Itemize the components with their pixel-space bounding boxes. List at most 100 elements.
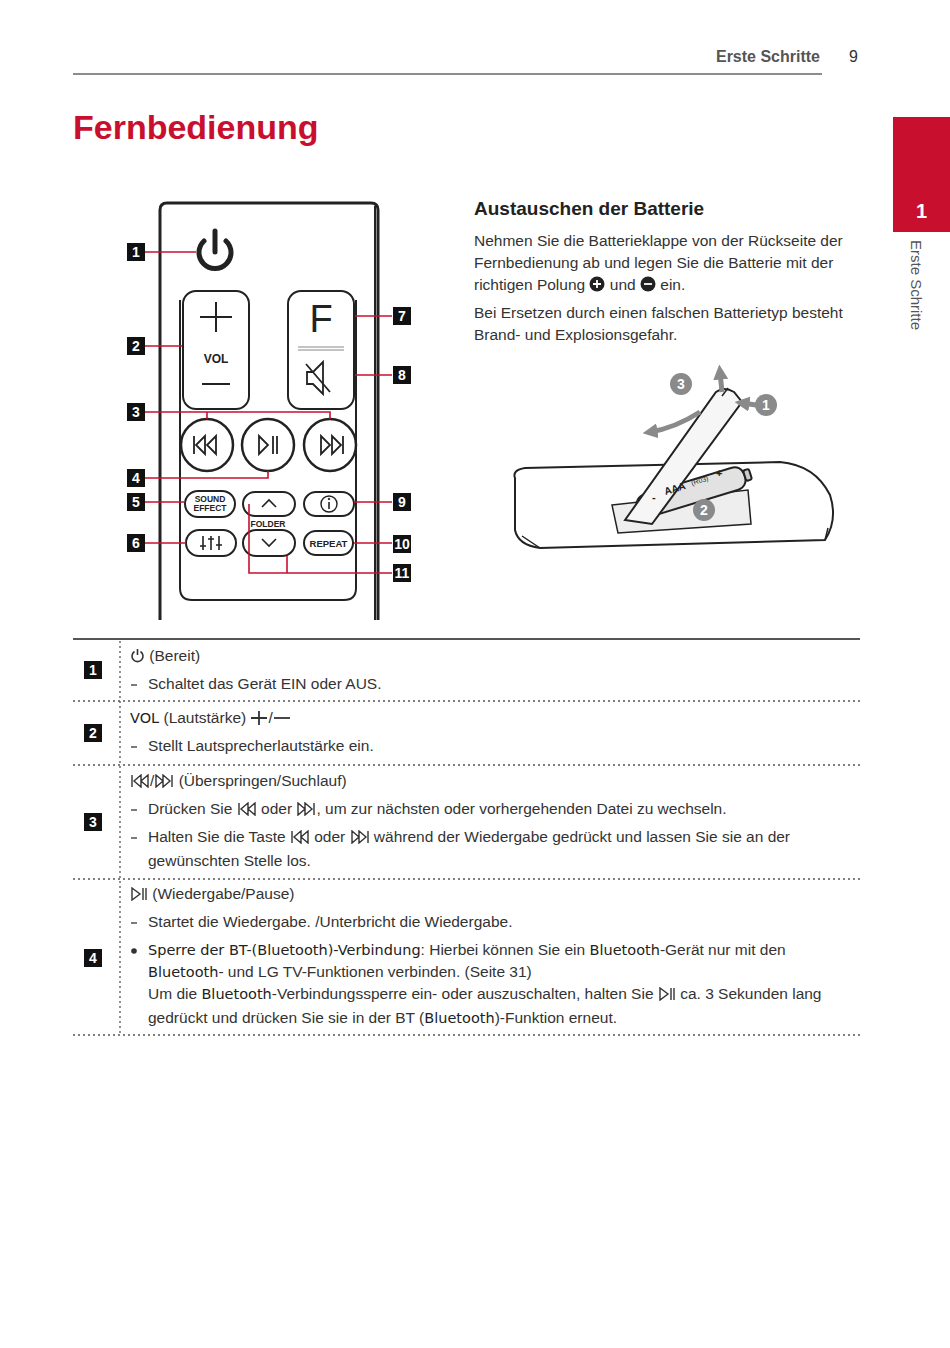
body-text: Bluetooth [201, 986, 271, 1002]
text-paragraph: Startet die Wiedergabe. /Unterbricht die… [148, 911, 860, 933]
body-text: ein. [660, 276, 685, 293]
volume-button: VOL [182, 290, 250, 410]
plus-icon [250, 709, 268, 731]
button-text: SOUND EFFECT [190, 495, 230, 513]
body-text: und [610, 276, 636, 293]
text-paragraph: (Wiedergabe/Pause) [130, 883, 850, 907]
dash-marker [130, 673, 142, 695]
text-paragraph: Nehmen Sie die Batterieklappe von der Rü… [474, 230, 864, 298]
header-rule [73, 73, 822, 75]
text-paragraph: Drücken Sie oder , um zur nächsten oder … [148, 798, 860, 822]
next-icon [154, 772, 174, 794]
prev-icon [130, 772, 150, 794]
text-paragraph: Schaltet das Gerät EIN oder AUS. [148, 673, 860, 695]
callout-number: 2 [84, 724, 102, 742]
page-title: Fernbedienung [73, 108, 319, 147]
sound-effect-button: SOUND EFFECT [184, 490, 236, 518]
table-rules [73, 639, 860, 1035]
body-text: oder [314, 828, 345, 845]
repeat-button: REPEAT [303, 530, 354, 556]
body-text: VOL [130, 710, 159, 726]
body-text: oder [261, 800, 292, 817]
body-text: -Verbindungssperre ein- oder auszuschalt… [272, 985, 654, 1002]
step-number: 1 [755, 394, 777, 416]
next-icon [296, 800, 316, 822]
button-text: F [309, 296, 332, 342]
power-icon [130, 647, 145, 669]
play-icon [658, 985, 676, 1007]
dash-marker [130, 735, 142, 757]
body-text: (Bereit) [149, 647, 200, 664]
body-text: Bei Ersetzen durch einen falschen Batter… [474, 304, 843, 343]
callout-number: 1 [84, 661, 102, 679]
chapter-number: 1 [893, 200, 950, 223]
page-number: 9 [849, 48, 858, 66]
prev-icon [237, 800, 257, 822]
callout-number: 8 [393, 366, 411, 384]
bullet-marker [130, 939, 142, 961]
dash-marker [130, 911, 142, 933]
body-text: Nehmen Sie die Batterieklappe von der Rü… [474, 232, 843, 293]
callout-number: 6 [127, 534, 145, 552]
battery-arrows [650, 372, 756, 432]
text-paragraph: VOL (Lautstärke) / [130, 707, 850, 731]
body-text: / [150, 772, 154, 789]
text-paragraph: Bei Ersetzen durch einen falschen Batter… [474, 302, 864, 346]
body-text: Um die [148, 985, 197, 1002]
body-text: Bluetooth [148, 964, 218, 980]
callout-number: 4 [127, 469, 145, 487]
body-text: Schaltet das Gerät EIN oder AUS. [148, 675, 381, 692]
minus-icon [273, 709, 291, 731]
text-paragraph: Halten Sie die Taste oder während der Wi… [148, 826, 860, 872]
text-paragraph: Sperre der BT-(Bluetooth)-Verbindung: Hi… [148, 939, 860, 1029]
dash-marker [130, 798, 142, 820]
chapter-tab [893, 117, 950, 232]
body-text: , um zur nächsten oder vorhergehenden Da… [316, 800, 726, 817]
dash-marker [130, 826, 142, 848]
play-icon [130, 885, 148, 907]
next-icon [350, 828, 370, 850]
step-number: 3 [670, 373, 692, 395]
callout-number: 2 [127, 337, 145, 355]
callout-number: 3 [127, 403, 145, 421]
function-button: F [287, 290, 355, 410]
pplus-icon [589, 276, 605, 298]
body-text: / [268, 709, 272, 726]
body-text: - und LG TV-Funktionen verbinden. (Seite… [218, 963, 531, 980]
battery-text: - [652, 491, 656, 503]
body-text: Startet die Wiedergabe. /Unterbricht die… [148, 913, 512, 930]
body-text: Stellt Lautsprecherlautstärke ein. [148, 737, 374, 754]
body-text: (Überspringen/Suchlauf) [179, 772, 347, 789]
pminus-icon [640, 276, 656, 298]
section-heading: Austauschen der Batterie [474, 198, 704, 220]
text-paragraph: / (Überspringen/Suchlauf) [130, 770, 850, 794]
body-text: Sperre der BT-(Bluetooth)-Verbindung [148, 942, 421, 958]
body-text: )-Funktion erneut. [495, 1009, 617, 1026]
callout-number: 11 [393, 564, 411, 582]
step-number: 2 [693, 499, 715, 521]
callout-number: 9 [393, 493, 411, 511]
callout-number: 7 [393, 307, 411, 325]
body-text: Bluetooth [424, 1010, 494, 1026]
chapter-name: Erste Schritte [908, 240, 925, 330]
button-text: REPEAT [310, 538, 348, 549]
callout-number: 4 [84, 949, 102, 967]
callout-number: 1 [127, 243, 145, 261]
leader-lines [137, 252, 392, 573]
callout-number: 5 [127, 493, 145, 511]
body-text: : Hierbei können Sie ein [421, 941, 586, 958]
prev-icon [290, 828, 310, 850]
button-text: VOL [204, 352, 229, 366]
battery-illustration [514, 388, 833, 548]
battery-text: + [716, 467, 722, 479]
body-text: Halten Sie die Taste [148, 828, 286, 845]
body-text: (Lautstärke) [163, 709, 246, 726]
body-text: Drücken Sie [148, 800, 232, 817]
callout-number: 10 [393, 535, 411, 553]
body-text: Bluetooth [589, 942, 659, 958]
body-text: -Gerät nur mit den [660, 941, 786, 958]
folder-text: FOLDER [250, 519, 286, 529]
header-text: Erste Schritte [716, 48, 820, 66]
body-text: (Wiedergabe/Pause) [152, 885, 294, 902]
text-paragraph: Stellt Lautsprecherlautstärke ein. [148, 735, 860, 757]
